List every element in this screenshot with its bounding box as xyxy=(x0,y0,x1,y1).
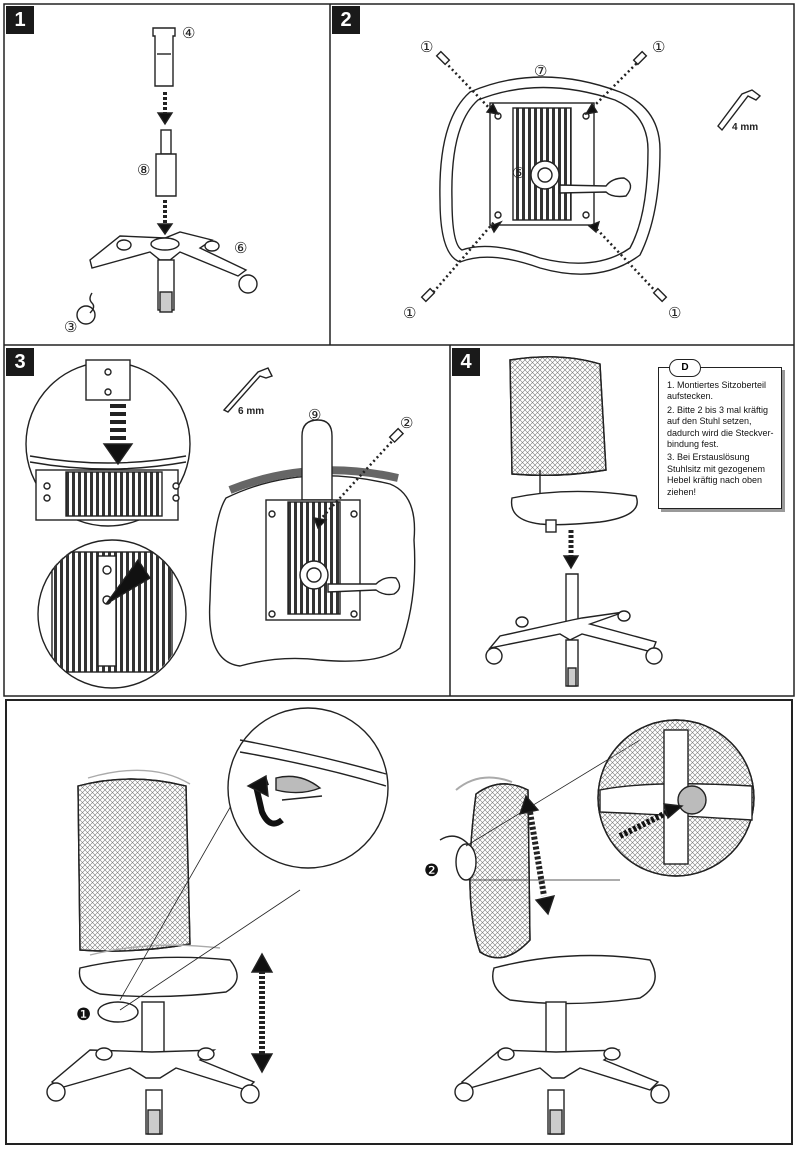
panel-5-height-adjust-art xyxy=(46,707,389,1135)
panel-label-2: 2 xyxy=(332,6,360,34)
panel-6-back-height-art xyxy=(439,719,755,1135)
panel-3-backrest-art xyxy=(25,359,416,689)
panel-label-3: 3 xyxy=(6,348,34,376)
panel-4-chair-art xyxy=(485,356,663,687)
note-step-2: 2. Bitte 2 bis 3 mal kräftig auf den Stu… xyxy=(667,404,774,450)
note-language-badge: D xyxy=(669,359,701,377)
panel-1-base-art xyxy=(76,27,258,325)
panel-label-1: 1 xyxy=(6,6,34,34)
panel-frames xyxy=(3,3,795,1145)
panel-2-seat-art xyxy=(420,50,762,303)
note-step-3: 3. Bei Erstauslösung Stuhlsitz mit gezog… xyxy=(667,452,766,497)
panel-label-4: 4 xyxy=(452,348,480,376)
instruction-note: D 1. Montiertes Sitzoberteil aufstecken.… xyxy=(658,359,782,509)
note-step-1: 1. Montiertes Sitzoberteil aufstecken. xyxy=(667,380,767,402)
note-steps-list: 1. Montiertes Sitzoberteil aufstecken. 2… xyxy=(659,368,781,498)
